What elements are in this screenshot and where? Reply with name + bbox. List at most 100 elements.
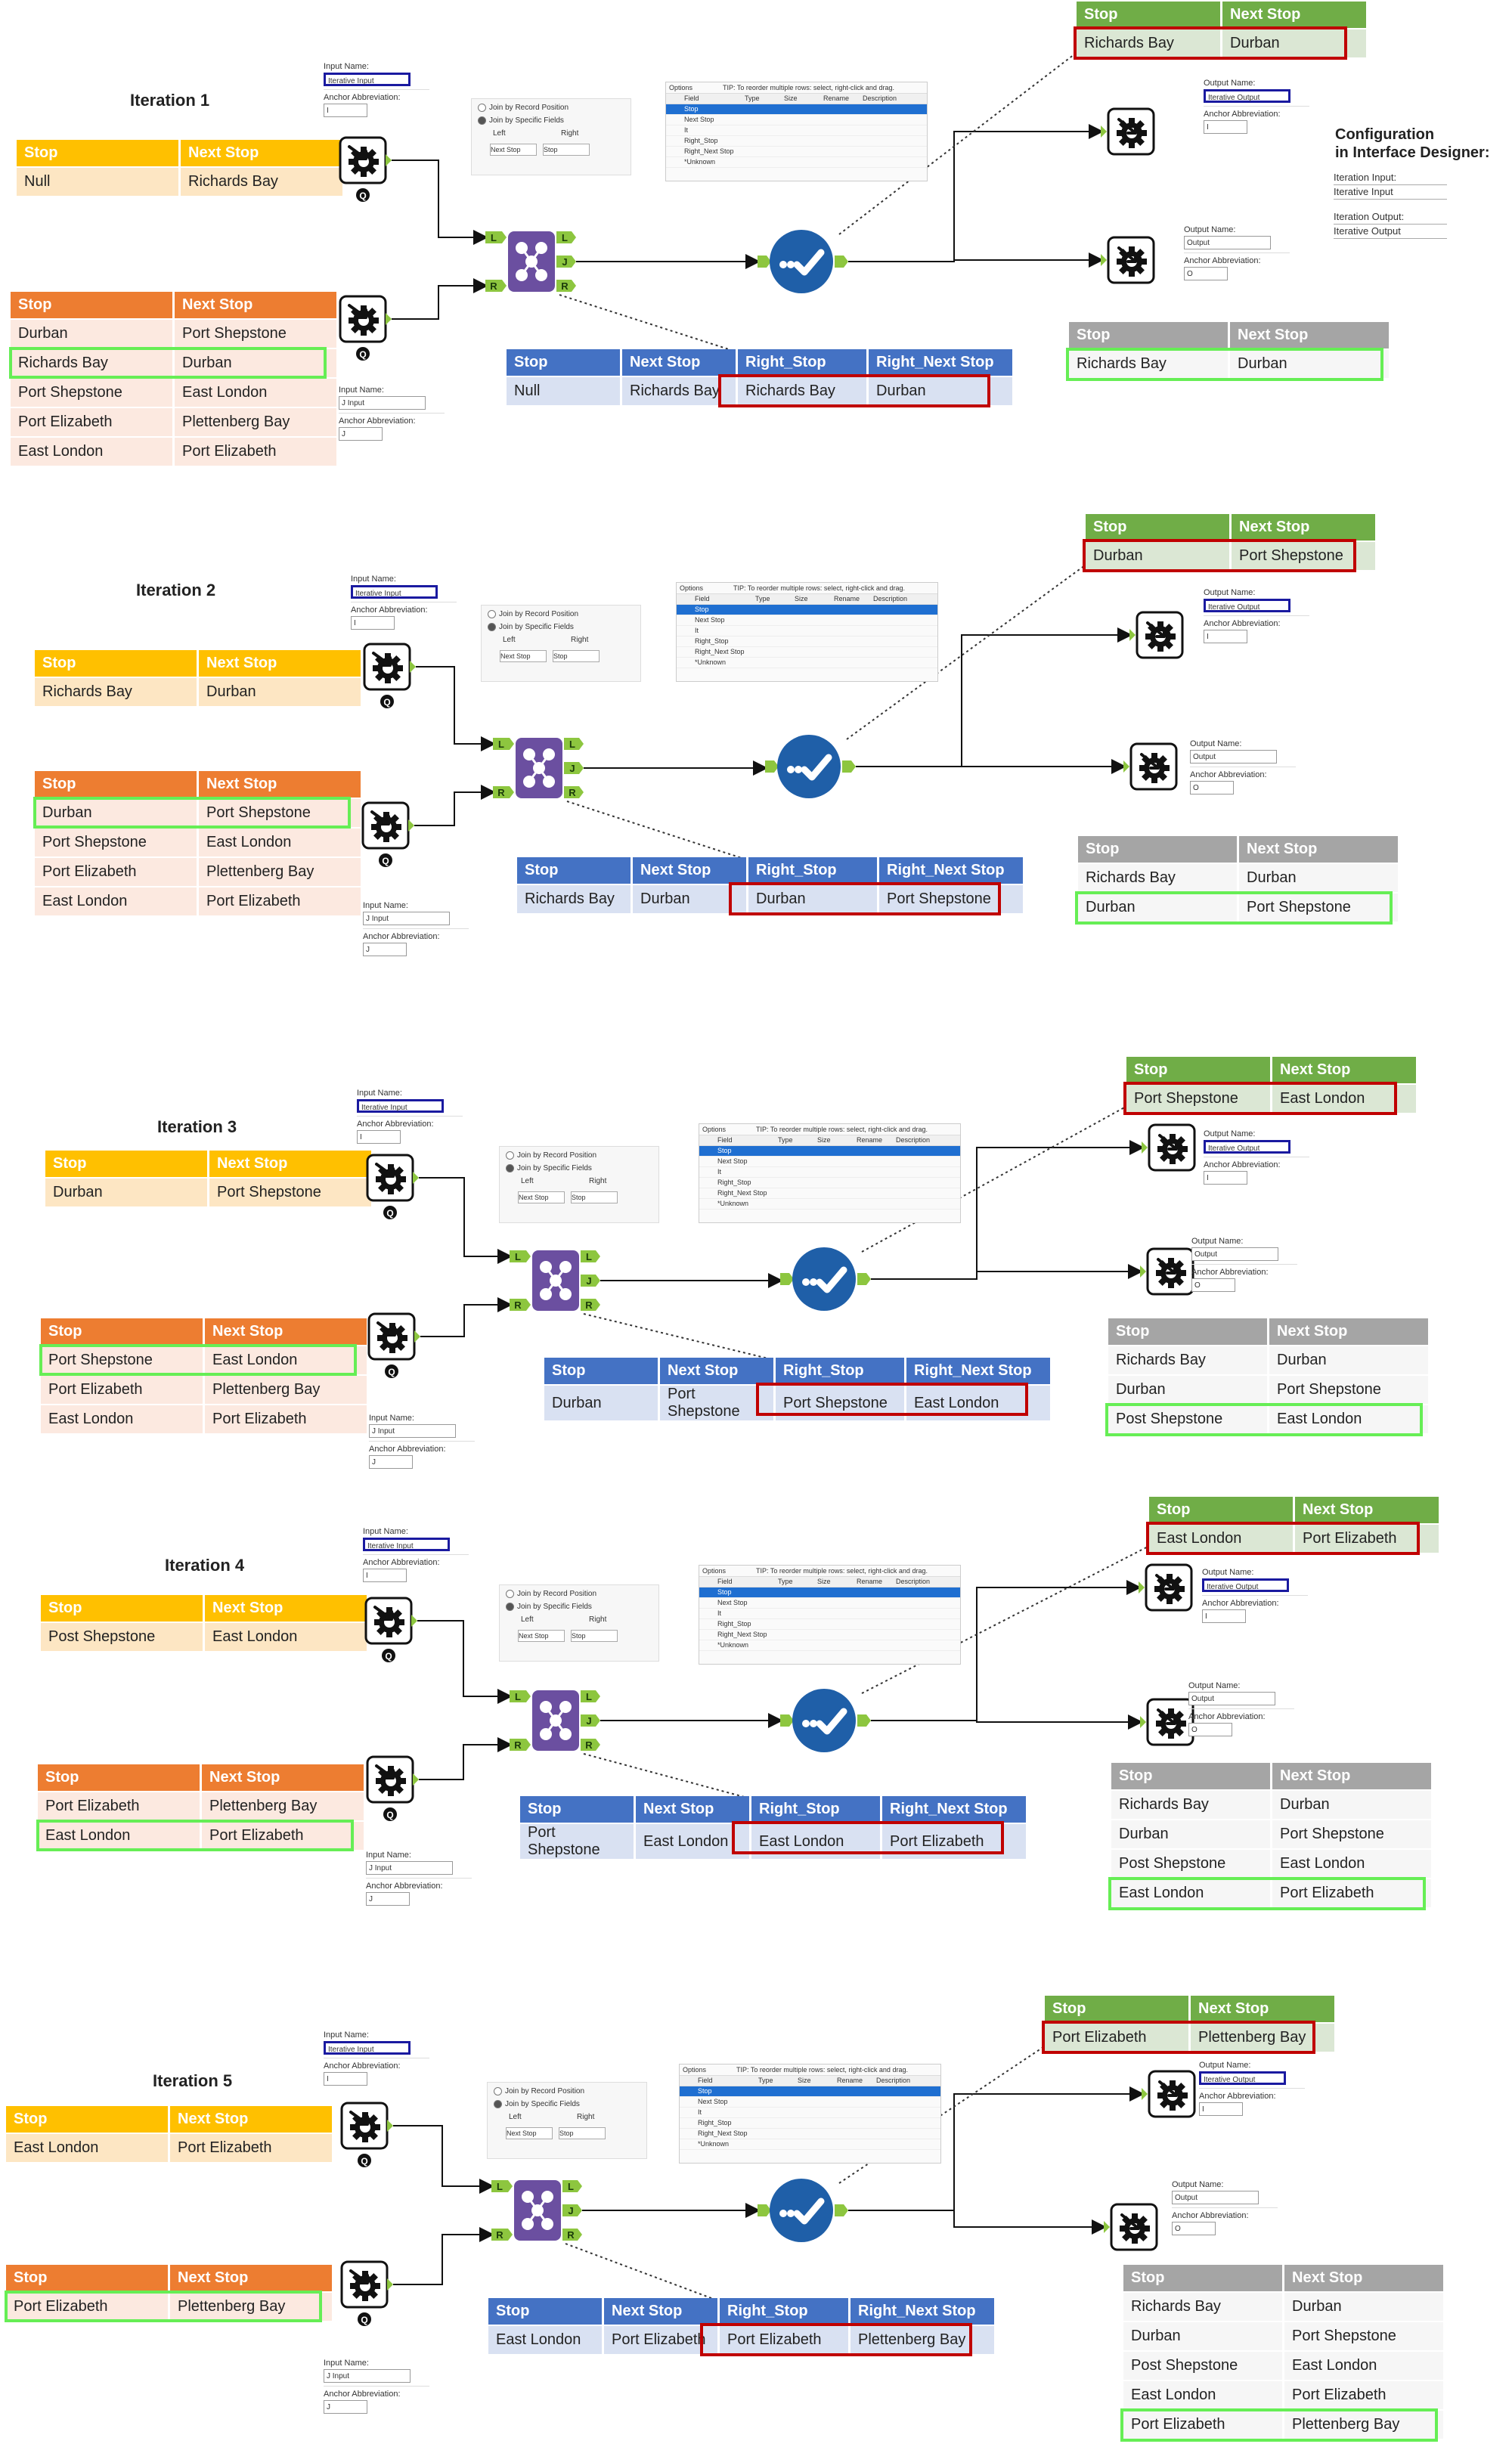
select-field-row[interactable]: Stop [677,605,937,615]
select-field-row[interactable]: Right_Next Stop [666,147,927,157]
select-tool-icon[interactable] [756,2176,854,2251]
iterative-output-tool-icon[interactable] [1139,1562,1199,1615]
iterative-output-tool-icon[interactable] [1129,609,1190,662]
select-field-row[interactable]: Stop [699,1146,960,1157]
config-name-field[interactable]: Iterative Input [351,585,438,599]
join-by-position-option[interactable]: Join by Record Position [506,1590,652,1598]
output-tool-icon[interactable] [1123,741,1184,794]
iterative-output-tool-icon[interactable] [1142,1122,1202,1175]
config-name-field[interactable]: J Input [366,1861,453,1875]
radio-selected-icon[interactable] [506,1603,514,1612]
right-field-select[interactable]: Stop [571,1630,618,1643]
options-button[interactable]: Options [669,84,693,91]
left-field-select[interactable]: Next Stop [490,144,537,156]
select-field-row[interactable]: Next Stop [680,2097,940,2108]
select-field-row[interactable]: It [680,2108,940,2118]
config-name-field[interactable]: Iterative Output [1204,1140,1290,1154]
iterative-input-tool-icon[interactable]: Q [364,1597,417,1680]
config-name-field[interactable]: Iterative Output [1202,1578,1289,1592]
select-tool-icon[interactable] [779,1686,877,1761]
j-input-tool-icon[interactable]: Q [361,801,414,884]
select-tool-icon[interactable] [779,1244,877,1320]
options-button[interactable]: Options [680,584,704,592]
select-field-row[interactable]: Stop [680,2086,940,2097]
config-name-field[interactable]: Output [1190,750,1277,764]
right-field-select[interactable]: Stop [559,2127,606,2140]
join-by-position-option[interactable]: Join by Record Position [506,1151,652,1160]
select-field-row[interactable]: It [666,125,927,136]
join-by-fields-option[interactable]: Join by Specific Fields [488,623,634,631]
left-field-select[interactable]: Next Stop [518,1191,565,1204]
j-input-tool-icon[interactable]: Q [367,1312,420,1395]
select-field-row[interactable]: Next Stop [677,615,937,626]
select-field-row[interactable]: It [699,1609,960,1619]
radio-icon[interactable] [506,1590,514,1598]
options-button[interactable]: Options [702,1126,727,1133]
join-by-position-option[interactable]: Join by Record Position [494,2087,640,2095]
config-name-field[interactable]: Iterative Input [363,1538,450,1551]
left-field-select[interactable]: Next Stop [500,650,547,663]
output-tool-icon[interactable] [1140,1246,1201,1299]
join-by-fields-option[interactable]: Join by Specific Fields [478,116,624,125]
j-input-tool-icon[interactable]: Q [339,295,392,378]
config-anchor-field[interactable]: J [339,427,383,441]
select-field-row[interactable]: It [699,1167,960,1178]
select-field-row[interactable]: It [677,626,937,637]
config-anchor-field[interactable]: I [1204,1171,1247,1185]
select-field-row[interactable]: Right_Next Stop [677,647,937,658]
radio-icon[interactable] [494,2087,502,2095]
config-anchor-field[interactable]: O [1191,1278,1235,1292]
join-by-fields-option[interactable]: Join by Specific Fields [506,1603,652,1611]
config-anchor-field[interactable]: I [324,104,367,117]
config-anchor-field[interactable]: J [369,1455,413,1469]
output-tool-icon[interactable] [1104,2201,1164,2254]
radio-selected-icon[interactable] [478,116,486,125]
config-anchor-field[interactable]: I [1204,630,1247,643]
radio-icon[interactable] [488,610,496,618]
config-name-field[interactable]: J Input [369,1424,456,1438]
iterative-input-tool-icon[interactable]: Q [363,643,416,726]
join-by-position-option[interactable]: Join by Record Position [478,104,624,112]
select-field-row[interactable]: Right_Next Stop [680,2129,940,2139]
select-field-row[interactable]: *Unknown [699,1640,960,1651]
config-anchor-field[interactable]: I [357,1130,401,1144]
config-anchor-field[interactable]: I [1199,2102,1243,2116]
options-button[interactable]: Options [702,1567,727,1575]
select-field-row[interactable]: Right_Next Stop [699,1630,960,1640]
iterative-output-tool-icon[interactable] [1142,2068,1202,2121]
config-name-field[interactable]: Iterative Input [324,73,411,86]
config-name-field[interactable]: Iterative Input [324,2041,411,2055]
right-field-select[interactable]: Stop [571,1191,618,1204]
config-anchor-field[interactable]: I [363,1569,407,1582]
config-name-field[interactable]: J Input [363,912,450,925]
select-field-row[interactable]: Right_Stop [677,637,937,647]
config-anchor-field[interactable]: J [366,1892,410,1906]
config-name-field[interactable]: Output [1172,2191,1259,2204]
config-anchor-field[interactable]: I [1204,120,1247,134]
options-button[interactable]: Options [683,2066,707,2074]
output-tool-icon[interactable] [1101,234,1161,287]
join-by-fields-option[interactable]: Join by Specific Fields [494,2100,640,2108]
select-field-row[interactable]: Stop [666,104,927,115]
config-name-field[interactable]: Iterative Input [357,1099,444,1113]
j-input-tool-icon[interactable]: Q [340,2260,393,2343]
select-tool-icon[interactable] [764,732,862,807]
select-field-row[interactable]: *Unknown [680,2139,940,2150]
radio-selected-icon[interactable] [488,623,496,632]
config-name-field[interactable]: Iterative Output [1204,599,1290,612]
select-tool-icon[interactable] [756,227,854,302]
select-field-row[interactable]: Right_Stop [699,1619,960,1630]
select-field-row[interactable]: Next Stop [699,1598,960,1609]
config-anchor-field[interactable]: O [1172,2222,1216,2235]
radio-icon[interactable] [506,1151,514,1160]
select-field-row[interactable]: Right_Stop [666,136,927,147]
iterative-input-tool-icon[interactable]: Q [366,1154,419,1237]
join-by-position-option[interactable]: Join by Record Position [488,610,634,618]
config-name-field[interactable]: J Input [324,2369,411,2383]
select-field-row[interactable]: Right_Stop [680,2118,940,2129]
config-anchor-field[interactable]: I [1202,1609,1246,1623]
